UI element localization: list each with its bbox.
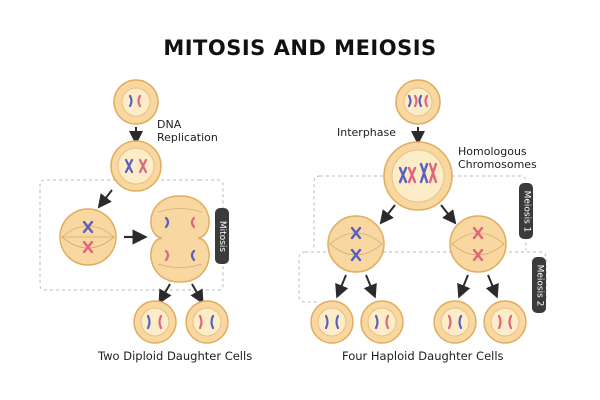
meiosis2-frame bbox=[298, 251, 547, 303]
mitosis-anaphase-cell bbox=[150, 195, 210, 283]
interphase-label: Interphase bbox=[337, 126, 397, 139]
dna-replication-label: DNA Replication bbox=[157, 118, 218, 144]
arrow-to-daughter-1 bbox=[158, 283, 172, 305]
haploid-daughter-cell-2 bbox=[360, 300, 404, 344]
dna-replication-line-1: DNA bbox=[157, 118, 182, 131]
homologous-label: Homologous Chromosomes bbox=[458, 145, 537, 171]
meiosis-homologous-cell bbox=[383, 141, 453, 211]
arrow-meiosis1-right bbox=[440, 204, 457, 225]
homologous-line-1: Homologous bbox=[458, 145, 527, 158]
dna-replication-line-2: Replication bbox=[157, 131, 218, 144]
meiosis2-tag: Meiosis 2 bbox=[532, 257, 546, 313]
arrow-meiosis1-left bbox=[379, 204, 396, 225]
mitosis-tag-text: Mitosis bbox=[217, 220, 228, 252]
mitosis-tag: Mitosis bbox=[215, 208, 229, 264]
haploid-daughter-cell-1 bbox=[310, 300, 354, 344]
meiosis1-cell-left bbox=[327, 215, 385, 273]
page-title: MITOSIS AND MEIOSIS bbox=[163, 36, 437, 60]
haploid-caption: Four Haploid Daughter Cells bbox=[342, 349, 504, 363]
mitosis-metaphase-cell bbox=[59, 208, 117, 266]
meiosis1-tag-text: Meiosis 1 bbox=[521, 190, 532, 232]
meiosis-parent-cell bbox=[395, 79, 441, 125]
diploid-caption: Two Diploid Daughter Cells bbox=[98, 349, 253, 363]
arrow-meiosis2-3 bbox=[457, 274, 471, 299]
arrow-meiosis2-2 bbox=[363, 274, 377, 299]
meiosis1-tag: Meiosis 1 bbox=[519, 183, 533, 239]
haploid-daughter-cell-4 bbox=[483, 300, 527, 344]
arrow-meiosis2-1 bbox=[335, 274, 349, 299]
arrow-to-daughter-2 bbox=[190, 283, 204, 305]
diploid-daughter-cell-1 bbox=[133, 300, 177, 344]
homologous-line-2: Chromosomes bbox=[458, 158, 537, 171]
mitosis-frame bbox=[39, 179, 224, 291]
arrow-meiosis2-4 bbox=[485, 274, 499, 299]
diploid-daughter-cell-2 bbox=[185, 300, 229, 344]
haploid-daughter-cell-3 bbox=[433, 300, 477, 344]
mitosis-parent-cell bbox=[113, 79, 159, 125]
meiosis1-frame bbox=[313, 175, 527, 250]
mitosis-replicated-cell bbox=[110, 140, 162, 192]
arrow-to-metaphase bbox=[97, 189, 113, 209]
meiosis1-cell-right bbox=[449, 215, 507, 273]
meiosis2-tag-text: Meiosis 2 bbox=[534, 264, 545, 306]
